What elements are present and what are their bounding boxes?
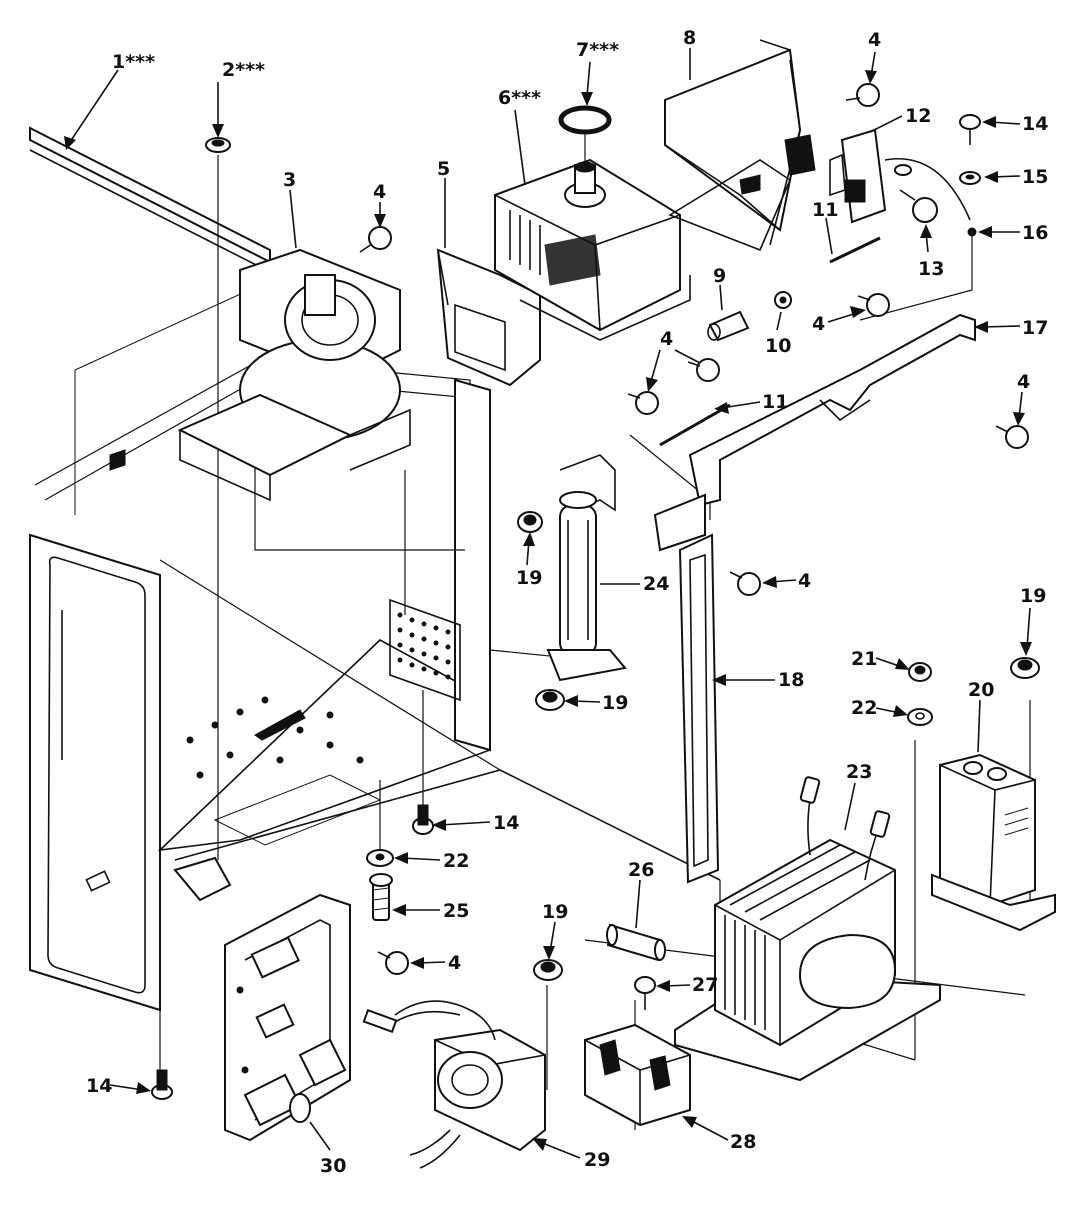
label-part-30: 30 bbox=[320, 1155, 346, 1177]
label-part-5: 5 bbox=[437, 158, 450, 180]
screw-4f-icon bbox=[995, 425, 1029, 449]
label-part-19-a: 19 bbox=[516, 567, 542, 589]
label-part-17: 17 bbox=[1022, 317, 1048, 339]
label-part-12: 12 bbox=[905, 105, 931, 127]
label-part-22-a: 22 bbox=[851, 697, 877, 719]
screw-13 bbox=[899, 189, 938, 223]
label-part-2: 2*** bbox=[222, 59, 265, 81]
fuse-holder-28 bbox=[584, 1023, 691, 1127]
label-part-11-a: 11 bbox=[812, 199, 838, 221]
switch-12 bbox=[829, 128, 971, 224]
base-plate bbox=[213, 774, 382, 846]
washer-22a bbox=[907, 708, 933, 726]
capacitor-20 bbox=[931, 753, 1056, 932]
center-divider bbox=[454, 378, 491, 752]
transformer-23 bbox=[674, 776, 941, 1082]
label-part-4-f: 4 bbox=[798, 570, 811, 592]
label-part-14-a: 14 bbox=[1022, 113, 1048, 135]
magnetron-6 bbox=[494, 158, 691, 341]
grommet-2 bbox=[205, 137, 231, 290]
label-part-4-e: 4 bbox=[1017, 371, 1030, 393]
screw-4d-icon bbox=[627, 391, 659, 415]
label-part-16: 16 bbox=[1022, 222, 1048, 244]
screw-14-mid bbox=[412, 804, 434, 835]
label-part-13: 13 bbox=[918, 258, 944, 280]
washer-22b bbox=[366, 849, 394, 867]
label-part-27: 27 bbox=[692, 974, 718, 996]
control-board-30 bbox=[224, 893, 351, 1142]
label-part-22-b: 22 bbox=[443, 850, 469, 872]
screw-4c-icon bbox=[857, 293, 890, 317]
grommet-19a bbox=[517, 511, 543, 533]
waveguide-cover-8 bbox=[664, 39, 816, 252]
label-part-26: 26 bbox=[628, 859, 654, 881]
label-part-19-d: 19 bbox=[542, 901, 568, 923]
label-part-14-c: 14 bbox=[86, 1075, 112, 1097]
vent-mesh bbox=[389, 598, 461, 702]
label-part-9: 9 bbox=[713, 265, 726, 287]
label-part-21: 21 bbox=[851, 648, 877, 670]
screw-14-bottom bbox=[151, 1069, 173, 1100]
label-part-15: 15 bbox=[1022, 166, 1048, 188]
screw-10 bbox=[774, 291, 792, 309]
screw-4a-icon bbox=[359, 226, 392, 253]
label-part-18: 18 bbox=[778, 669, 804, 691]
pin-11-lower bbox=[659, 403, 731, 447]
label-part-25: 25 bbox=[443, 900, 469, 922]
fan-motor-3 bbox=[109, 248, 411, 502]
screw-4g-icon bbox=[729, 571, 761, 596]
plate-18 bbox=[678, 533, 720, 884]
label-part-23: 23 bbox=[846, 761, 872, 783]
bracket-17 bbox=[653, 313, 976, 552]
pin-11-upper bbox=[829, 236, 881, 264]
screw-4e-icon bbox=[687, 358, 720, 382]
screw-25 bbox=[369, 873, 393, 921]
air-duct-5 bbox=[436, 248, 541, 387]
gasket-ring-7 bbox=[558, 105, 612, 165]
nut-16 bbox=[859, 227, 977, 321]
label-part-10: 10 bbox=[765, 335, 791, 357]
nut-21 bbox=[908, 662, 932, 682]
washer-15 bbox=[959, 171, 981, 185]
screw-4b-icon bbox=[845, 83, 880, 107]
label-part-4-a: 4 bbox=[373, 181, 386, 203]
leader-lines bbox=[64, 48, 1032, 1159]
leg-bracket-lower-left bbox=[173, 856, 232, 902]
label-part-4-d: 4 bbox=[660, 328, 673, 350]
diode-24 bbox=[546, 454, 627, 682]
screw-4h-icon bbox=[377, 951, 409, 975]
label-part-8: 8 bbox=[683, 27, 696, 49]
label-part-24: 24 bbox=[643, 573, 669, 595]
thermal-fuse-9 bbox=[707, 310, 750, 342]
label-part-11-b: 11 bbox=[762, 391, 788, 413]
small-transformer-29 bbox=[362, 1000, 546, 1169]
label-part-3: 3 bbox=[283, 169, 296, 191]
label-part-7: 7*** bbox=[576, 39, 619, 61]
screw-27 bbox=[634, 976, 656, 1010]
label-part-1: 1*** bbox=[112, 51, 155, 73]
label-part-20: 20 bbox=[968, 679, 994, 701]
label-part-4-c: 4 bbox=[812, 313, 825, 335]
label-part-28: 28 bbox=[730, 1131, 756, 1153]
screw-4-icons bbox=[359, 83, 1029, 975]
label-part-4-b: 4 bbox=[868, 29, 881, 51]
label-part-4-g: 4 bbox=[448, 952, 461, 974]
label-part-29: 29 bbox=[584, 1149, 610, 1171]
screw-14-top bbox=[959, 114, 981, 145]
fuse-26 bbox=[606, 923, 666, 962]
label-part-14-b: 14 bbox=[493, 812, 519, 834]
label-part-6: 6*** bbox=[498, 87, 541, 109]
grommet-19c bbox=[1010, 657, 1040, 679]
grommet-19b bbox=[535, 689, 565, 711]
part-labels: 1*** 2*** 3 4 5 6*** 7*** 8 4 12 14 15 1… bbox=[86, 27, 1048, 1177]
label-part-19-b: 19 bbox=[602, 692, 628, 714]
grommet-19d bbox=[533, 959, 563, 981]
label-part-19-c: 19 bbox=[1020, 585, 1046, 607]
